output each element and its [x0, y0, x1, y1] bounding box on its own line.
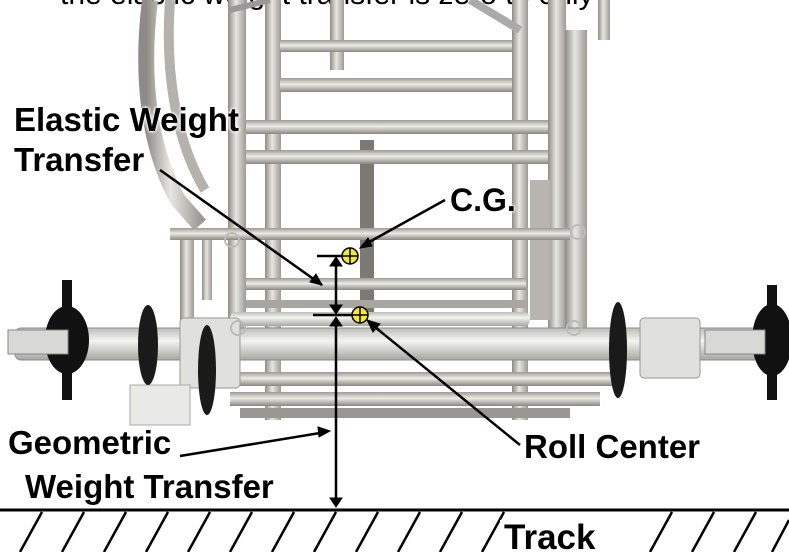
- roll-center-label: Roll Center: [524, 428, 701, 465]
- caption-fragment: the elastic weight transfer is zero to o…: [60, 0, 594, 12]
- cg-label: C.G.: [450, 182, 516, 218]
- elastic-weight-transfer-label-line2: Transfer: [14, 141, 145, 178]
- left-wheel-hub: [7, 280, 89, 400]
- geometric-weight-transfer-label: Geometric: [8, 424, 172, 461]
- dimension-arrows: [159, 168, 521, 508]
- track-surface: [0, 508, 789, 552]
- track-label: Track: [500, 520, 600, 552]
- elastic-weight-transfer-label: Elastic Weight: [14, 101, 239, 138]
- right-wheel-hub: [704, 285, 789, 400]
- rear-axle: [7, 224, 789, 426]
- cg-marker-icon: [341, 247, 359, 265]
- roll-center-marker-icon: [351, 306, 369, 324]
- geometric-weight-transfer-label-line2: Weight Transfer: [25, 468, 274, 505]
